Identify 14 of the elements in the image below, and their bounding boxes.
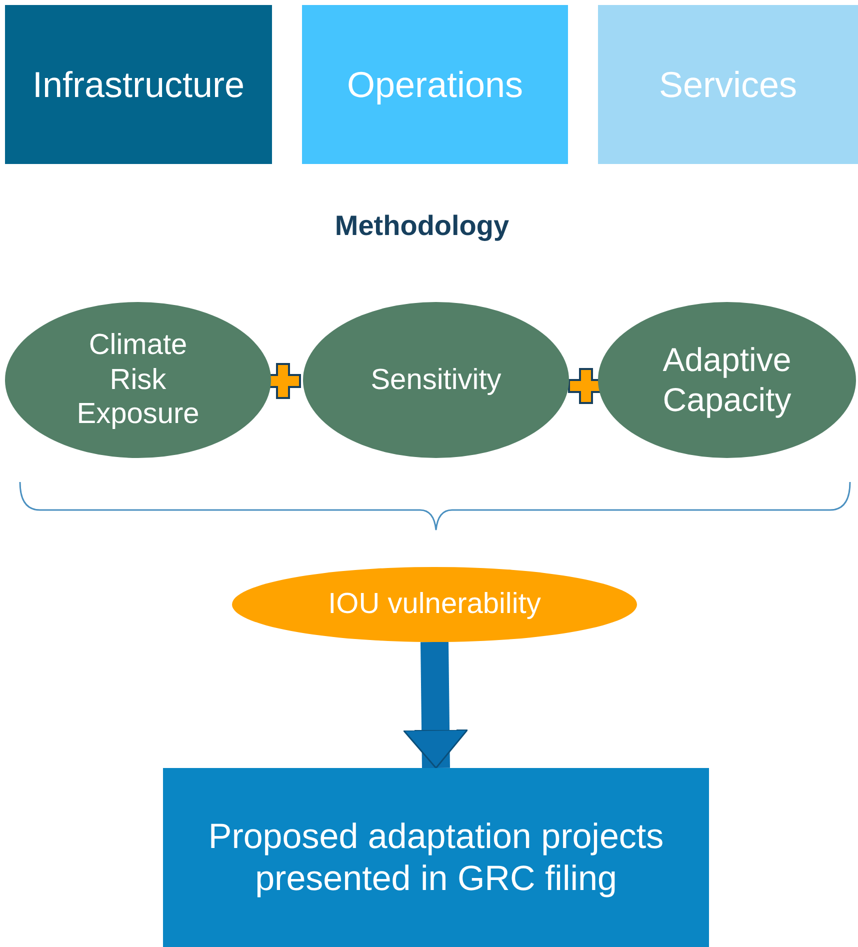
category-box [302,5,568,164]
node-label: Sensitivity [370,362,502,398]
section-heading: Methodology [334,210,510,242]
node-label: IOU vulnerability [328,587,541,622]
outcome-box [163,768,709,947]
node-label: Operations [346,62,524,106]
category-box [598,5,858,164]
node-label: Climate Risk Exposure [76,328,200,432]
node-label: Proposed adaptation projects presented in GRC filing [207,816,665,900]
node-label: Adaptive Capacity [662,340,792,420]
block-arrow [402,642,468,769]
category-box [5,5,272,164]
node-label: Infrastructure [32,62,245,106]
node-label: Services [658,62,798,106]
